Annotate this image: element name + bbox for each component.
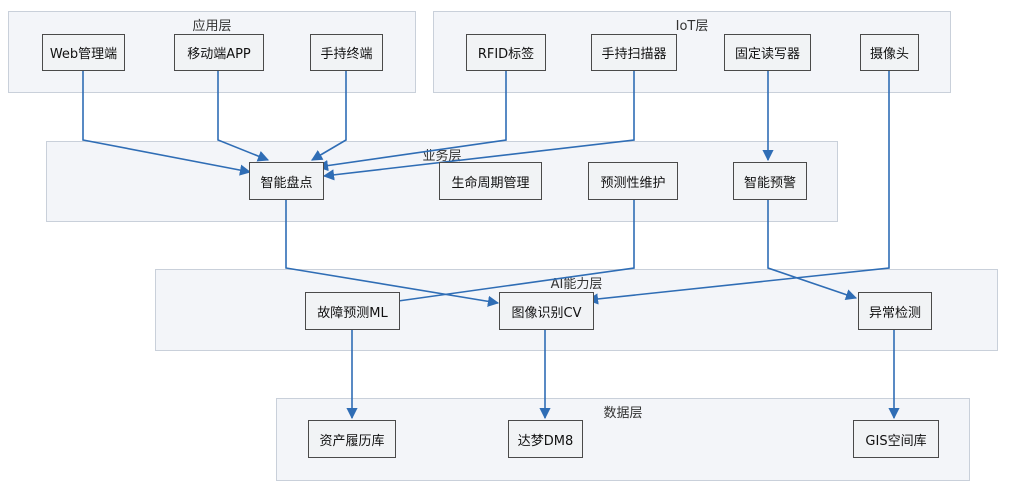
node-asset-history-db[interactable]: 资产履历库	[308, 420, 396, 458]
node-predictive-maintenance[interactable]: 预测性维护	[588, 162, 678, 200]
layer-application-title: 应用层	[192, 19, 232, 34]
node-smart-inventory[interactable]: 智能盘点	[249, 162, 324, 200]
node-handheld-scanner[interactable]: 手持扫描器	[591, 34, 677, 71]
node-fixed-reader[interactable]: 固定读写器	[724, 34, 811, 71]
layer-iot-title: IoT层	[675, 19, 709, 34]
node-lifecycle-management[interactable]: 生命周期管理	[439, 162, 542, 200]
layer-data-title: 数据层	[603, 406, 643, 421]
node-mobile-app[interactable]: 移动端APP	[174, 34, 264, 71]
node-dameng-db[interactable]: 达梦DM8	[508, 420, 583, 458]
node-smart-alert[interactable]: 智能预警	[733, 162, 807, 200]
node-gis-db[interactable]: GIS空间库	[853, 420, 939, 458]
node-image-recognition[interactable]: 图像识别CV	[499, 292, 594, 330]
node-camera[interactable]: 摄像头	[860, 34, 919, 71]
node-web-admin[interactable]: Web管理端	[42, 34, 125, 71]
node-rfid-tag[interactable]: RFID标签	[466, 34, 546, 71]
node-anomaly-detection[interactable]: 异常检测	[858, 292, 932, 330]
node-handheld-terminal[interactable]: 手持终端	[310, 34, 383, 71]
node-fault-prediction[interactable]: 故障预测ML	[305, 292, 400, 330]
layer-ai-title: AI能力层	[550, 277, 603, 292]
